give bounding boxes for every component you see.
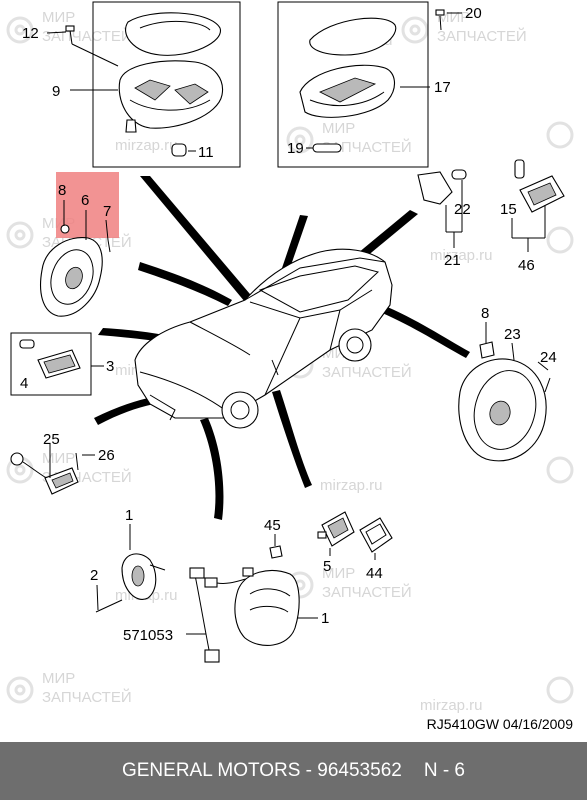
callout-20: 20 [465, 5, 482, 22]
watermark-line2: ЗАПЧАСТЕЙ [437, 27, 527, 45]
watermark-logo: МИР ЗАПЧАСТЕЙ [401, 9, 527, 45]
callout-45: 45 [264, 517, 281, 534]
watermark-line1: МИР [42, 670, 75, 687]
license-lamp [514, 159, 565, 213]
screw-20 [435, 9, 445, 31]
watermark-line1: МИР [42, 9, 75, 26]
watermark-line1: МИР [322, 565, 355, 582]
callout-7: 7 [103, 203, 111, 220]
callout-2: 2 [90, 567, 98, 584]
festoon-bulb [171, 143, 187, 157]
callout-22: 22 [454, 201, 471, 218]
callout-46: 46 [518, 257, 535, 274]
callout-24: 24 [540, 349, 557, 366]
watermark-line2: ЗАПЧАСТЕЙ [42, 688, 132, 706]
footer-bar: GENERAL MOTORS - 96453562 N - 6 [0, 742, 587, 800]
parts-diagram: МИР ЗАПЧАСТЕЙ МИР ЗАПЧАСТЕЙ МИР ЗАПЧАСТЕ… [6, 1, 574, 714]
watermark-site: mirzap.ru [430, 247, 493, 264]
callout-23: 23 [504, 326, 521, 343]
watermark-site: mirzap.ru [115, 137, 178, 154]
callout-12: 12 [22, 25, 39, 42]
callout-17: 17 [434, 79, 451, 96]
watermark-line1: МИР [42, 450, 75, 467]
courtesy-lamp-5 [317, 511, 355, 547]
watermark-line2: ЗАПЧАСТЕЙ [322, 583, 412, 601]
drawing-reference-stamp: RJ5410GW 04/16/2009 [426, 716, 573, 732]
callout-19: 19 [287, 140, 304, 157]
callout-571053: 571053 [123, 627, 173, 644]
trunk-lamp-box [10, 332, 92, 396]
callout-44: 44 [366, 565, 383, 582]
map-lamp-lens [309, 17, 397, 56]
dome-lamp-housing [118, 60, 224, 129]
horn-high [234, 567, 300, 646]
footer-page: N - 6 [423, 760, 466, 781]
watermark-line2: ЗАПЧАСТЕЙ [322, 363, 412, 381]
callout-25: 25 [43, 431, 60, 448]
nut-45 [269, 545, 283, 559]
dome-lamp-box [92, 1, 241, 168]
callout-4: 4 [20, 375, 28, 392]
trunk-lamp-bulb [19, 339, 35, 349]
watermark-site: mirzap.ru [420, 697, 483, 714]
callout-8: 8 [58, 182, 66, 199]
callout-11: 11 [198, 144, 214, 161]
horn-low [95, 553, 166, 613]
map-lamp-box [277, 1, 429, 168]
watermark-logo: МИР ЗАПЧАСТЕЙ [286, 120, 412, 156]
watermark-line1: МИР [322, 120, 355, 137]
callout-21: 21 [444, 252, 461, 269]
watermark-line2: ЗАПЧАСТЕЙ [42, 27, 132, 45]
watermark-logo: МИР ЗАПЧАСТЕЙ [286, 565, 412, 601]
courtesy-lens-44 [359, 517, 393, 553]
side-lamp-socket [417, 169, 467, 205]
callout-6: 6 [81, 192, 89, 209]
callout-8: 8 [481, 305, 489, 322]
rear-speaker [458, 341, 551, 462]
watermark-logo: МИР ЗАПЧАСТЕЙ [6, 9, 132, 45]
trunk-lamp [37, 349, 81, 379]
callout-15: 15 [500, 201, 517, 218]
callout-5: 5 [323, 558, 331, 575]
callout-1: 1 [125, 507, 133, 524]
watermark-logo: МИР ЗАПЧАСТЕЙ [6, 670, 132, 706]
callout-26: 26 [98, 447, 115, 464]
watermark-line2: ЗАПЧАСТЕЙ [322, 138, 412, 156]
dome-lamp-cover [125, 12, 221, 56]
callout-1: 1 [321, 610, 329, 627]
screw-12 [65, 25, 75, 45]
watermark-icon-only [546, 121, 574, 704]
door-switch [10, 452, 79, 495]
map-lamp-housing [299, 64, 395, 118]
footer-title: GENERAL MOTORS - 96453562 [121, 760, 402, 781]
watermark-site: mirzap.ru [320, 477, 383, 494]
car-sedan [134, 248, 393, 429]
dome-bulb [125, 119, 137, 133]
horn-wiring-harness [189, 567, 251, 663]
front-door-speaker [40, 224, 111, 317]
map-lamp-bulb [312, 143, 342, 153]
callout-9: 9 [52, 83, 60, 100]
callout-3: 3 [106, 358, 114, 375]
